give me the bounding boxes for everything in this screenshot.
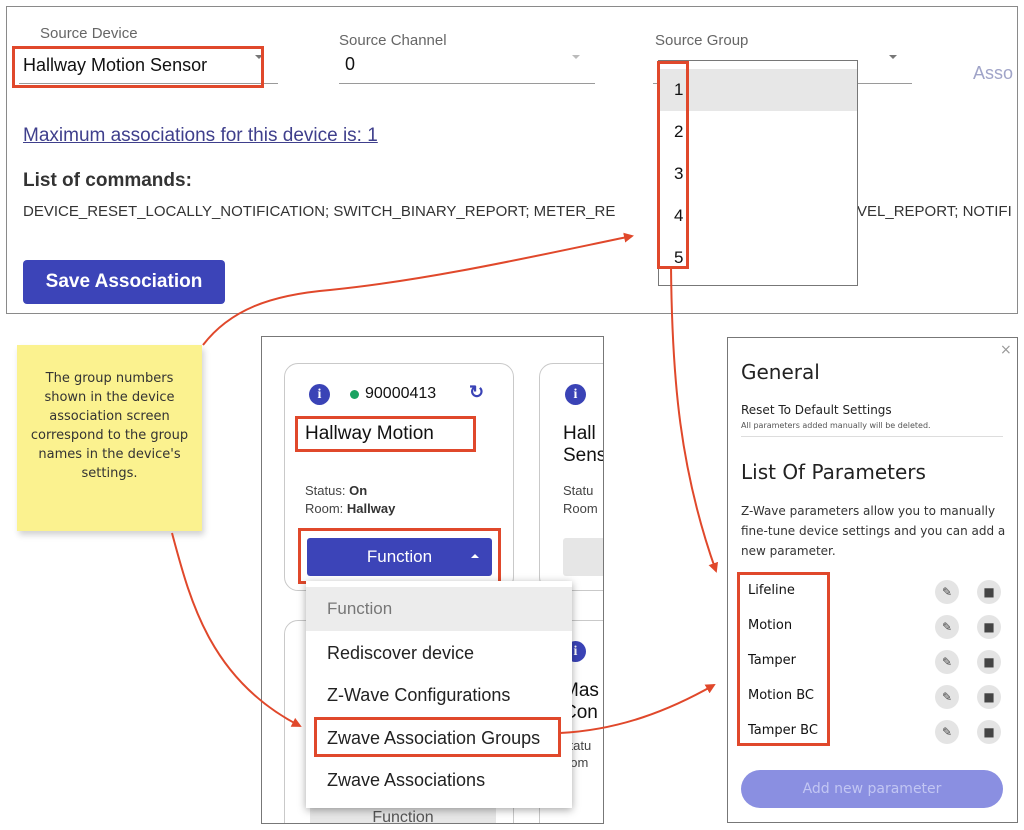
device-id: 90000413 [365,385,437,402]
status-dot-icon [350,390,359,399]
delete-icon[interactable]: ■ [977,580,1001,604]
device-room: Room [563,501,598,516]
refresh-icon[interactable]: ↻ [469,382,485,402]
edit-icon[interactable]: ✎ [935,615,959,639]
device-cards-panel: i 90000413 ↻ Hallway Motion Status: On R… [261,336,604,824]
commands-title: List of commands: [23,170,192,191]
sticky-note: The group numbers shown in the device as… [17,345,202,531]
edit-icon[interactable]: ✎ [935,685,959,709]
group-option[interactable]: 4 [674,206,684,225]
function-button[interactable]: Function [310,803,496,823]
menu-item-zwave-configurations[interactable]: Z-Wave Configurations [327,685,511,705]
device-room: Room: Hallway [305,501,396,516]
delete-icon[interactable]: ■ [977,720,1001,744]
highlight-parameter-names [737,572,830,746]
group-option[interactable]: 2 [674,122,684,141]
source-group-dropdown[interactable]: 1 2 3 4 5 [658,60,858,286]
device-name: Hallway Motion [305,423,434,444]
caret-down-icon[interactable] [889,55,897,59]
source-group-label: Source Group [655,32,749,49]
device-status: Status: On [305,483,368,498]
function-button[interactable]: Function [307,538,492,576]
settings-panel: × General Reset To Default Settings All … [727,337,1018,823]
max-associations-link[interactable]: Maximum associations for this device is:… [23,125,378,146]
highlight-group-numbers [657,61,689,269]
menu-item-rediscover-device[interactable]: Rediscover device [327,643,475,663]
parameter-name: Motion BC [748,688,814,703]
source-device-label: Source Device [40,25,138,42]
delete-icon[interactable]: ■ [977,685,1001,709]
parameters-description: Z-Wave parameters allow you to manually … [741,504,1006,558]
commands-list-continued: VEL_REPORT; NOTIFI [857,203,1012,220]
function-button[interactable] [563,538,603,576]
caret-down-icon[interactable] [572,55,580,59]
parameter-name: Tamper [748,653,797,668]
association-panel: Source Device Hallway Motion Sensor Sour… [6,6,1018,314]
association-type-label: Asso [973,63,1014,83]
device-card[interactable]: i 90000413 ↻ Hallway Motion Status: On R… [284,363,514,591]
divider [741,436,1003,437]
reset-settings-hint: All parameters added manually will be de… [741,421,931,430]
caret-up-icon [471,554,479,558]
info-icon[interactable]: i [309,384,330,405]
menu-item-zwave-association-groups[interactable]: Zwave Association Groups [327,728,541,748]
group-option[interactable]: 1 [659,69,857,111]
parameter-name: Motion [748,618,793,633]
group-option[interactable]: 5 [674,248,684,267]
highlight-device-name [295,416,476,452]
parameters-title: List Of Parameters [741,460,926,484]
save-association-button[interactable]: Save Association [23,260,225,304]
caret-down-icon[interactable] [255,55,263,59]
reset-settings-link[interactable]: Reset To Default Settings [741,403,892,417]
edit-icon[interactable]: ✎ [935,720,959,744]
parameter-name: Lifeline [748,583,795,598]
highlight-function-button [298,528,501,584]
source-channel-underline [339,83,595,84]
device-status: Statu [563,483,594,498]
highlight-association-groups [314,717,561,757]
device-card[interactable]: i Hall Sens Statu Room [539,363,604,591]
source-channel-label: Source Channel [339,32,447,49]
source-device-underline [19,83,278,84]
device-name: Hall [563,423,596,444]
highlight-source-device [12,46,264,88]
group-option[interactable]: 3 [674,164,684,183]
source-device-value[interactable]: Hallway Motion Sensor [23,55,208,75]
device-name: Sens [563,445,604,466]
edit-icon[interactable]: ✎ [935,650,959,674]
close-icon[interactable]: × [1000,342,1012,358]
commands-list: DEVICE_RESET_LOCALLY_NOTIFICATION; SWITC… [23,203,616,220]
settings-title: General [741,360,820,384]
function-menu[interactable]: Function Rediscover device Z-Wave Config… [306,581,572,808]
info-icon[interactable]: i [565,384,586,405]
delete-icon[interactable]: ■ [977,650,1001,674]
delete-icon[interactable]: ■ [977,615,1001,639]
function-menu-header: Function [306,587,572,631]
parameter-name: Tamper BC [748,723,818,738]
add-parameter-button[interactable]: Add new parameter [741,770,1003,808]
menu-item-zwave-associations[interactable]: Zwave Associations [327,770,486,790]
edit-icon[interactable]: ✎ [935,580,959,604]
source-channel-value[interactable]: 0 [345,54,356,74]
